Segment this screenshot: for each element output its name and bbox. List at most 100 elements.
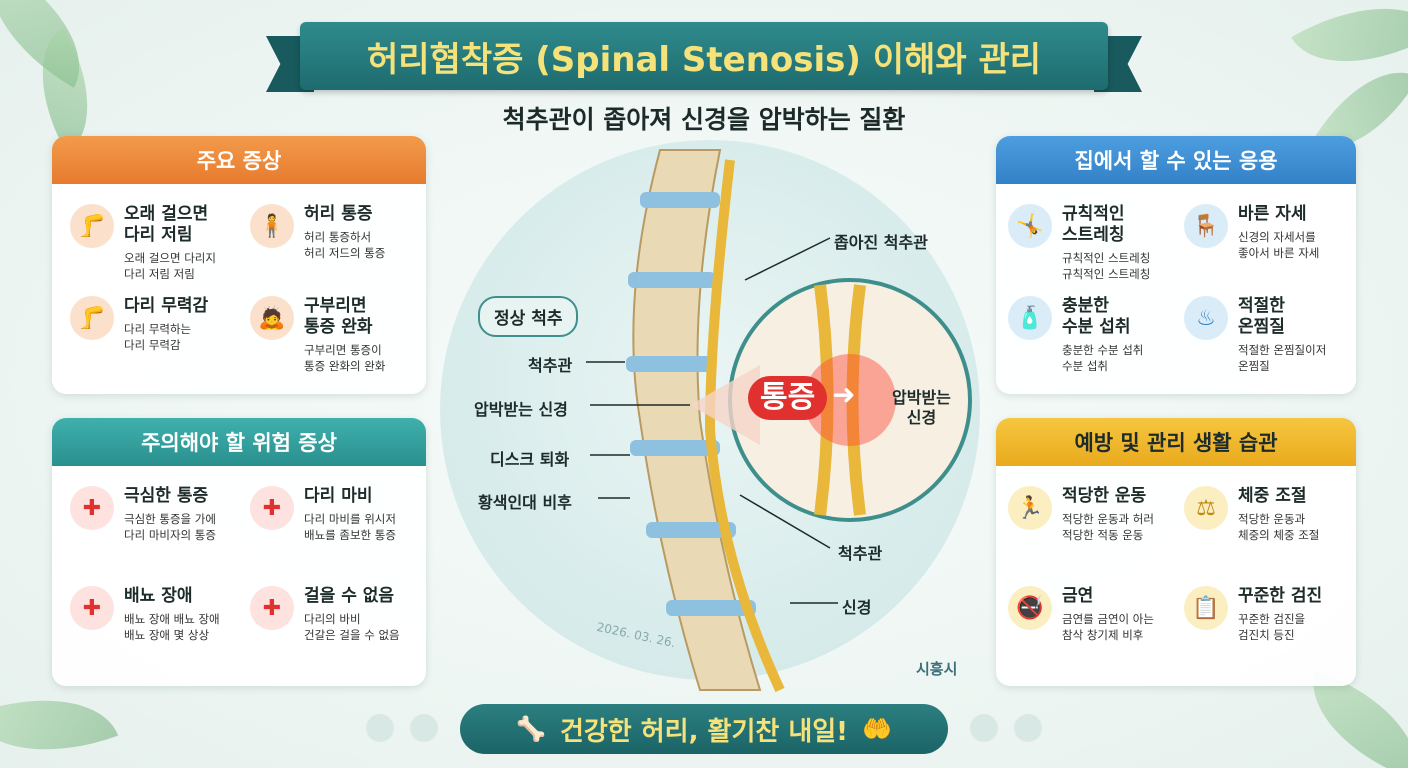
water-bottle-icon: 🧴 [1008,296,1052,340]
danger-item-title: 걸을 수 없음 [304,586,395,606]
posture-icon: 🪑 [1184,204,1228,248]
danger-item-title: 극심한 통증 [124,486,209,506]
normal-spine-pill: 정상 척추 [478,296,579,337]
red-cross-icon: ✚ [70,486,114,530]
symptoms-panel: 주요 증상 [52,136,426,394]
habits-item-desc: 적당한 운동과 허러 적당한 적동 운동 [1062,512,1154,542]
label-canal-right: 척추관 [838,544,883,563]
decor-circle [1014,714,1042,742]
danger-panel: 주의해야 할 위험 증상 [52,418,426,686]
red-cross-icon: ✚ [70,586,114,630]
pain-arrow-icon: ➜ [832,378,856,411]
symptoms-item-desc: 다리 무력하는 다리 무력감 [124,322,192,352]
habits-item-desc: 꾸준한 검진을 검진치 등진 [1238,612,1306,642]
symptoms-item-desc: 허리 통증하서 허리 저드의 통증 [304,230,386,260]
symptoms-item-desc: 구부리면 통증이 통증 완화의 완화 [304,343,386,373]
habits-item-title: 체중 조절 [1238,486,1307,506]
symptoms-heading: 주요 증상 [52,136,426,184]
legs-icon: 🦵 [70,296,114,340]
habits-item-title: 적당한 운동 [1062,486,1147,506]
home-item-title: 바른 자세 [1238,204,1307,224]
home-item-title: 규칙적인 스트레칭 [1062,204,1125,245]
home-heading: 집에서 할 수 있는 응용 [996,136,1356,184]
clipboard-icon: 📋 [1184,586,1228,630]
red-cross-icon: ✚ [250,586,294,630]
home-item-title: 적절한 온찜질 [1238,296,1285,337]
home-item-desc: 적절한 온찜질이저 온찜질 [1238,343,1327,373]
danger-item-desc: 극심한 통증을 가에 다리 마비자의 통증 [124,512,216,542]
danger-heading: 주의해야 할 위험 증상 [52,418,426,466]
label-pain: 통증 [748,376,828,420]
heat-pack-icon: ♨ [1184,296,1228,340]
danger-item-title: 배뇨 장애 [124,586,193,606]
danger-item-desc: 배뇨 장애 배뇨 장애 배뇨 장애 몇 상상 [124,612,220,642]
label-ligament: 황색인대 비후 [478,493,572,512]
home-item-desc: 신경의 자세서를 좋아서 바른 자세 [1238,230,1320,260]
symptoms-item-title: 오래 걸으면 다리 저림 [124,204,209,245]
back-pain-icon: 🧍 [250,204,294,248]
home-item-desc: 규칙적인 스트레칭 규칙적인 스트레칭 [1062,251,1151,281]
habits-heading: 예방 및 관리 생활 습관 [996,418,1356,466]
habits-item-title: 꾸준한 검진 [1238,586,1323,606]
symptoms-item-title: 구부리면 통증 완화 [304,296,373,337]
footer-text: 건강한 허리, 활기찬 내일! [559,716,849,747]
label-narrowed: 좁아진 척추관 [834,233,928,252]
stretch-icon: 🤸 [1008,204,1052,248]
habits-item-title: 금연 [1062,586,1094,606]
label-disc: 디스크 퇴화 [490,450,570,469]
label-compressed-nerve: 압박받는 신경 [474,400,568,419]
label-zoom-nerve: 압박받는 신경 [892,388,951,427]
page-title: 허리협착증 (Spinal Stenosis) 이해와 관리 [367,39,1041,80]
city-logo: 시흥시 [916,660,958,678]
care-hand-icon: 🤲 [862,715,892,743]
scale-icon: ⚖ [1184,486,1228,530]
habits-panel: 예방 및 관리 생활 습관 [996,418,1356,686]
bending-icon: 🙇 [250,296,294,340]
home-item-title: 충분한 수분 섭취 [1062,296,1131,337]
danger-item-title: 다리 마비 [304,486,373,506]
label-nerve: 신경 [842,598,872,617]
home-item-desc: 충분한 수분 섭취 수분 섭취 [1062,343,1144,373]
habits-item-desc: 적당한 운동과 체중의 체중 조절 [1238,512,1320,542]
symptoms-item-title: 허리 통증 [304,204,373,224]
habits-item-desc: 금연를 금연이 아는 참삭 창기제 비후 [1062,612,1154,642]
danger-item-desc: 다리 마비를 위시저 배뇨를 좀보한 통증 [304,512,396,542]
legs-icon: 🦵 [70,204,114,248]
home-panel: 집에서 할 수 있는 응용 [996,136,1356,394]
no-smoking-icon: 🚭 [1008,586,1052,630]
decor-circle [410,714,438,742]
footer-banner: 🦴 건강한 허리, 활기찬 내일! 🤲 [460,704,948,754]
danger-item-desc: 다리의 바비 건갈은 걸을 수 없음 [304,612,400,642]
exercise-icon: 🏃 [1008,486,1052,530]
decor-circle [366,714,394,742]
decor-circle [970,714,998,742]
